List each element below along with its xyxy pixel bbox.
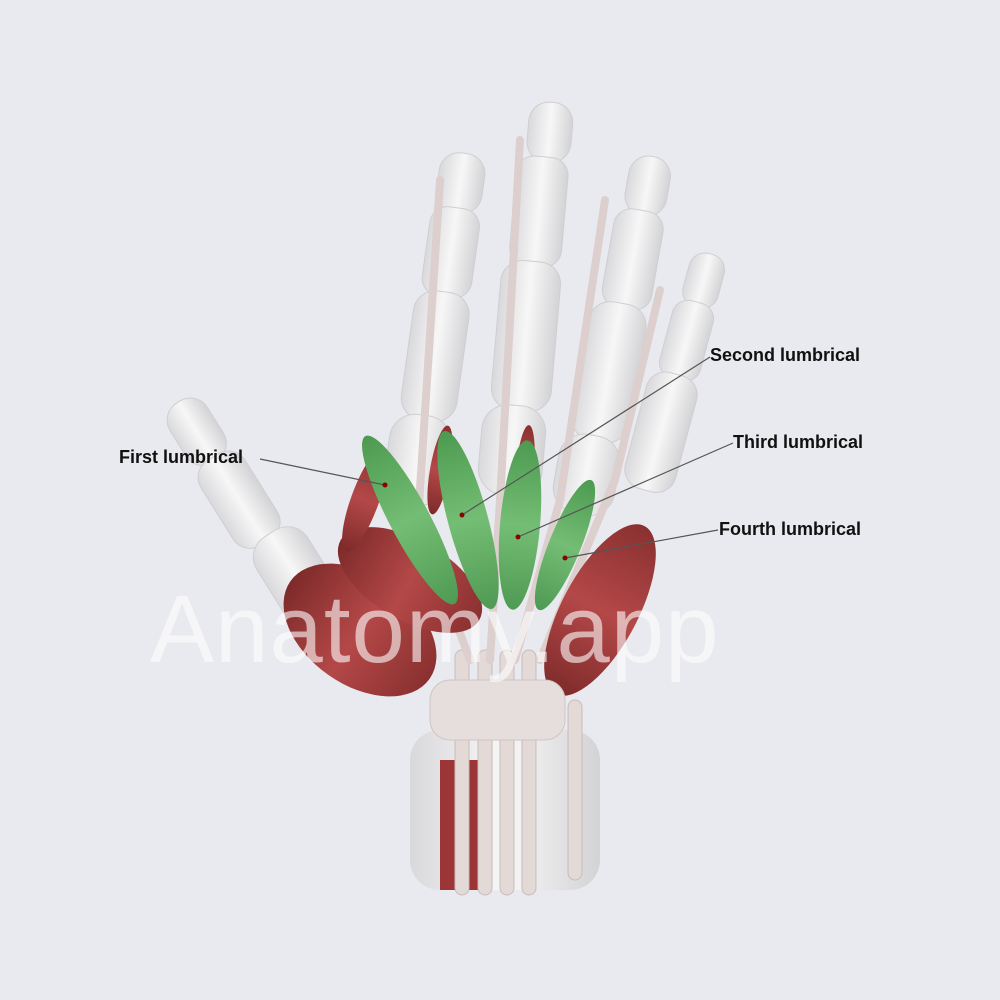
fourth-lumbrical	[534, 479, 596, 611]
flexor-retinaculum	[429, 679, 566, 741]
label-third-lumbrical: Third lumbrical	[733, 432, 864, 452]
third-lumbrical	[498, 440, 542, 610]
leader-dots	[382, 482, 568, 561]
first-lumbrical	[362, 435, 458, 605]
label-second-lumbrical: Second lumbrical	[710, 345, 861, 365]
leader-lines	[259, 356, 734, 559]
lumbricals	[362, 430, 596, 611]
label-fourth-lumbrical: Fourth lumbrical	[719, 519, 862, 539]
second-lumbrical	[437, 430, 499, 610]
label-first-lumbrical: First lumbrical	[119, 447, 244, 467]
